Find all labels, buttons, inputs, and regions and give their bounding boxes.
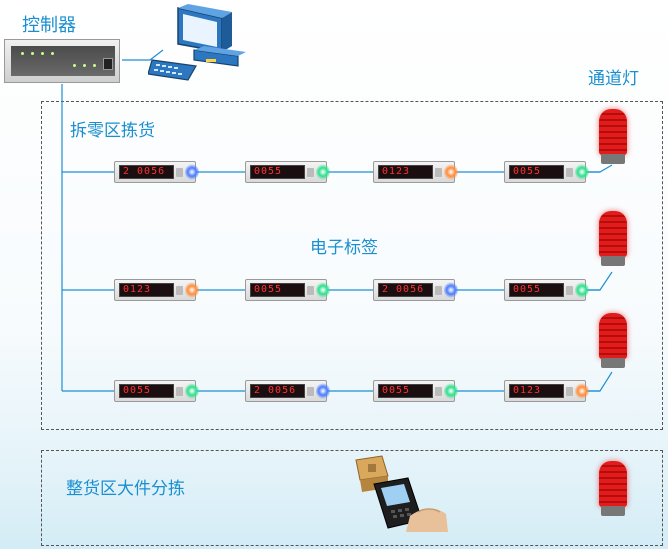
- channel-beacon-light: [599, 313, 627, 369]
- tag-led: [575, 282, 589, 298]
- controller-panel: [11, 46, 115, 76]
- tag-display-text: 0055: [254, 166, 283, 177]
- tag-display-text: 0055: [513, 166, 542, 177]
- beacon-lamp: [599, 461, 627, 507]
- electronic-tag: 0123: [114, 279, 199, 301]
- row-1-beacon-wire: [586, 164, 613, 173]
- tag-button: [307, 286, 314, 295]
- tag-button: [435, 168, 442, 177]
- tag-led: [185, 282, 199, 298]
- tag-button: [566, 168, 573, 177]
- beacon-base: [601, 506, 625, 516]
- tag-display: 0055: [250, 283, 305, 297]
- tag-button: [307, 387, 314, 396]
- computer-icon: [148, 4, 246, 81]
- electronic-tag: 0123: [504, 380, 589, 402]
- tag-button: [176, 387, 183, 396]
- tag-led: [575, 164, 589, 180]
- bulk-picking-zone: [41, 101, 663, 430]
- controller-port: [103, 58, 113, 70]
- tag-display-text: 0055: [123, 385, 152, 396]
- tag-display: 0123: [119, 283, 174, 297]
- beacon-base: [601, 358, 625, 368]
- tag-led: [444, 383, 458, 399]
- controller-led: [31, 52, 34, 55]
- tag-button: [435, 387, 442, 396]
- electronic-tag: 0055: [245, 279, 330, 301]
- controller-led: [93, 64, 96, 67]
- tag-display: 0055: [509, 165, 564, 179]
- beacon-base: [601, 256, 625, 266]
- electronic-tag: 0055: [373, 380, 458, 402]
- electronic-tag: 2 0056: [245, 380, 330, 402]
- tag-button: [435, 286, 442, 295]
- beacon-lamp: [599, 109, 627, 155]
- channel-beacon-light: [599, 109, 627, 165]
- controller-led: [41, 52, 44, 55]
- tag-display-text: 0123: [123, 284, 152, 295]
- tag-display: 2 0056: [378, 283, 433, 297]
- bulk-zone-label: 拆零区拣货: [70, 121, 155, 141]
- whole-zone-label: 整货区大件分拣: [66, 479, 185, 499]
- tag-display: 2 0056: [119, 165, 174, 179]
- channel-beacon-light: [599, 461, 627, 517]
- tag-display-text: 2 0056: [123, 166, 166, 177]
- electronic-label-label: 电子标签: [310, 238, 378, 258]
- tag-display: 2 0056: [250, 384, 305, 398]
- whole-picking-zone: [41, 450, 663, 546]
- tag-display-text: 0123: [513, 385, 542, 396]
- controller-led: [83, 64, 86, 67]
- tag-display-text: 0055: [382, 385, 411, 396]
- tag-led: [575, 383, 589, 399]
- tag-led: [185, 383, 199, 399]
- controller-device: [4, 39, 120, 83]
- tag-display: 0123: [509, 384, 564, 398]
- beacon-lamp: [599, 313, 627, 359]
- tag-display-text: 0055: [513, 284, 542, 295]
- controller-led: [51, 52, 54, 55]
- tag-display: 0055: [119, 384, 174, 398]
- tag-led: [316, 383, 330, 399]
- tag-led: [444, 164, 458, 180]
- electronic-tag: 0055: [504, 161, 589, 183]
- row-2-beacon-wire: [586, 271, 613, 291]
- tag-button: [566, 286, 573, 295]
- tag-display: 0055: [509, 283, 564, 297]
- controller-pc-wire: [122, 49, 164, 61]
- electronic-tag: 0123: [373, 161, 458, 183]
- controller-led: [21, 52, 24, 55]
- channel-light-label: 通道灯: [588, 69, 639, 89]
- channel-beacon-light: [599, 211, 627, 267]
- tag-display-text: 0055: [254, 284, 283, 295]
- tag-display-text: 0123: [382, 166, 411, 177]
- tag-button: [307, 168, 314, 177]
- electronic-tag: 0055: [504, 279, 589, 301]
- tag-button: [176, 286, 183, 295]
- electronic-tag: 0055: [114, 380, 199, 402]
- tag-display-text: 2 0056: [382, 284, 425, 295]
- tag-display: 0055: [378, 384, 433, 398]
- beacon-lamp: [599, 211, 627, 257]
- controller-label: 控制器: [22, 15, 76, 36]
- tag-button: [176, 168, 183, 177]
- handheld-scanner-icon: [355, 455, 448, 532]
- tag-display: 0123: [378, 165, 433, 179]
- tag-led: [444, 282, 458, 298]
- electronic-tag: 2 0056: [373, 279, 458, 301]
- tag-led: [316, 164, 330, 180]
- tag-led: [316, 282, 330, 298]
- electronic-tag: 2 0056: [114, 161, 199, 183]
- tag-led: [185, 164, 199, 180]
- tag-button: [566, 387, 573, 396]
- controller-led: [73, 64, 76, 67]
- tag-display: 0055: [250, 165, 305, 179]
- beacon-base: [601, 154, 625, 164]
- electronic-tag: 0055: [245, 161, 330, 183]
- tag-display-text: 2 0056: [254, 385, 297, 396]
- row-3-beacon-wire: [586, 371, 613, 392]
